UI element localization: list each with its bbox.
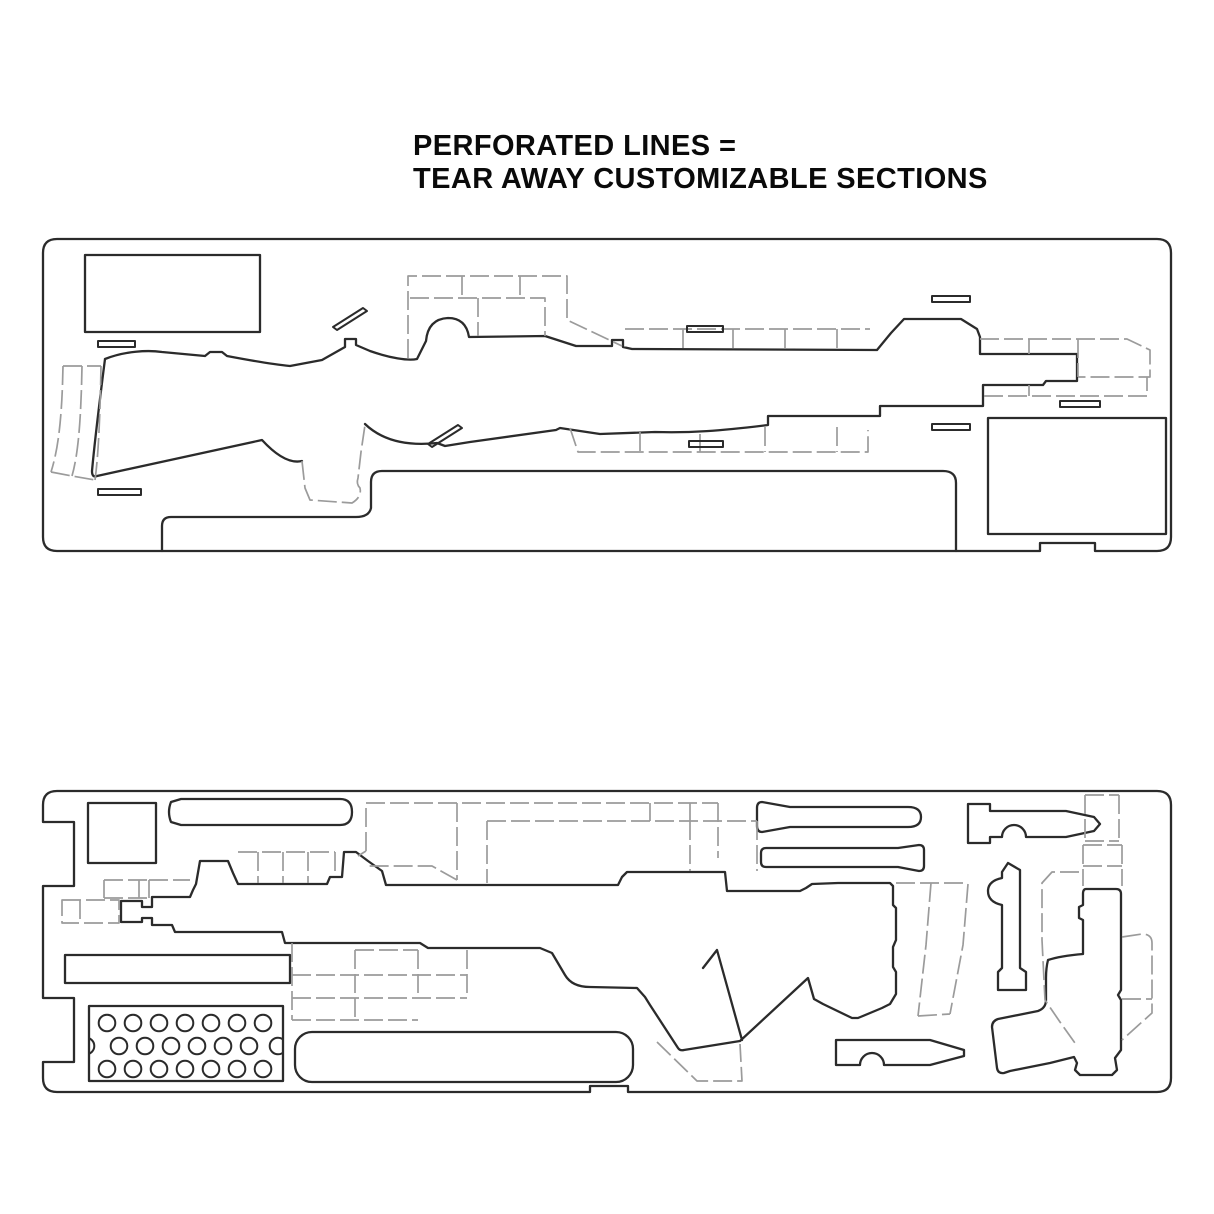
perforated-barrel-left-cells xyxy=(61,899,120,924)
perforated-magazine-pockets xyxy=(896,882,969,1017)
legend-title-line1: PERFORATED LINES = xyxy=(413,130,737,162)
rifle-cutout-outline-bottom-tray xyxy=(119,850,898,1052)
perforated-above-pistol-slide xyxy=(1082,794,1123,886)
bolt-tool-cutout xyxy=(834,1038,966,1067)
small-square-pocket xyxy=(86,801,158,865)
long-accessory-pocket xyxy=(63,953,292,985)
top-tray-layer xyxy=(41,237,1173,553)
perforated-gas-block-row xyxy=(103,879,190,899)
wide-bottom-pocket xyxy=(293,1030,635,1084)
slit xyxy=(97,488,142,496)
ammo-grid-frame xyxy=(87,1004,285,1083)
perforated-scope-blocks xyxy=(407,275,623,358)
slit xyxy=(931,295,971,303)
bottom-channel-cutout xyxy=(160,469,958,553)
diagonal-slit xyxy=(332,307,368,331)
wrench-tool-cutout xyxy=(966,802,1102,845)
cleaning-rod-cutout xyxy=(167,797,354,827)
perforated-holster-left-of-pistol xyxy=(1041,871,1079,1044)
slit xyxy=(686,325,724,333)
ammo-hole-grid xyxy=(87,1004,285,1083)
perforated-under-barrel-row xyxy=(569,427,869,453)
slit xyxy=(97,340,136,348)
slit xyxy=(1059,400,1101,408)
ammo-holes-row-1 xyxy=(97,1013,273,1033)
perforated-muzzle-blocks xyxy=(980,338,1151,397)
bottom-right-pocket xyxy=(986,416,1168,536)
pistol-cutout-outline xyxy=(990,887,1123,1077)
slit xyxy=(931,423,971,431)
perforated-rail-row xyxy=(238,851,336,883)
stake-tool-cutout xyxy=(986,861,1028,992)
diagonal-slit xyxy=(427,424,463,448)
perforated-right-of-pistol xyxy=(1121,933,1153,1041)
bottom-tray-border xyxy=(41,789,1173,1094)
strap-tool-upper xyxy=(755,800,923,834)
rifle-cutout-outline-top-tray xyxy=(90,316,1079,478)
finger-slits-top-tray xyxy=(97,295,1101,496)
legend-title-line2: TEAR AWAY CUSTOMIZABLE SECTIONS xyxy=(413,163,988,195)
strap-tool-lower xyxy=(759,843,926,873)
perforated-handguard-grid xyxy=(291,943,468,1021)
ammo-holes-row-2 xyxy=(89,1036,283,1056)
perforated-below-grip xyxy=(656,1041,743,1082)
top-tray-border xyxy=(41,237,1173,553)
legend-title: PERFORATED LINES = TEAR AWAY CUSTOMIZABL… xyxy=(413,130,988,196)
perforated-buttpad-strips xyxy=(50,365,102,481)
accessory-pocket-top-left xyxy=(83,253,262,334)
bottom-tray-layer xyxy=(41,789,1173,1094)
perforated-grip-pocket xyxy=(301,424,366,504)
perforated-barrel-top-row xyxy=(625,328,870,349)
perforated-scope-blocks-bottom xyxy=(357,802,758,883)
slit xyxy=(688,440,724,448)
ammo-holes-row-3 xyxy=(97,1059,273,1079)
